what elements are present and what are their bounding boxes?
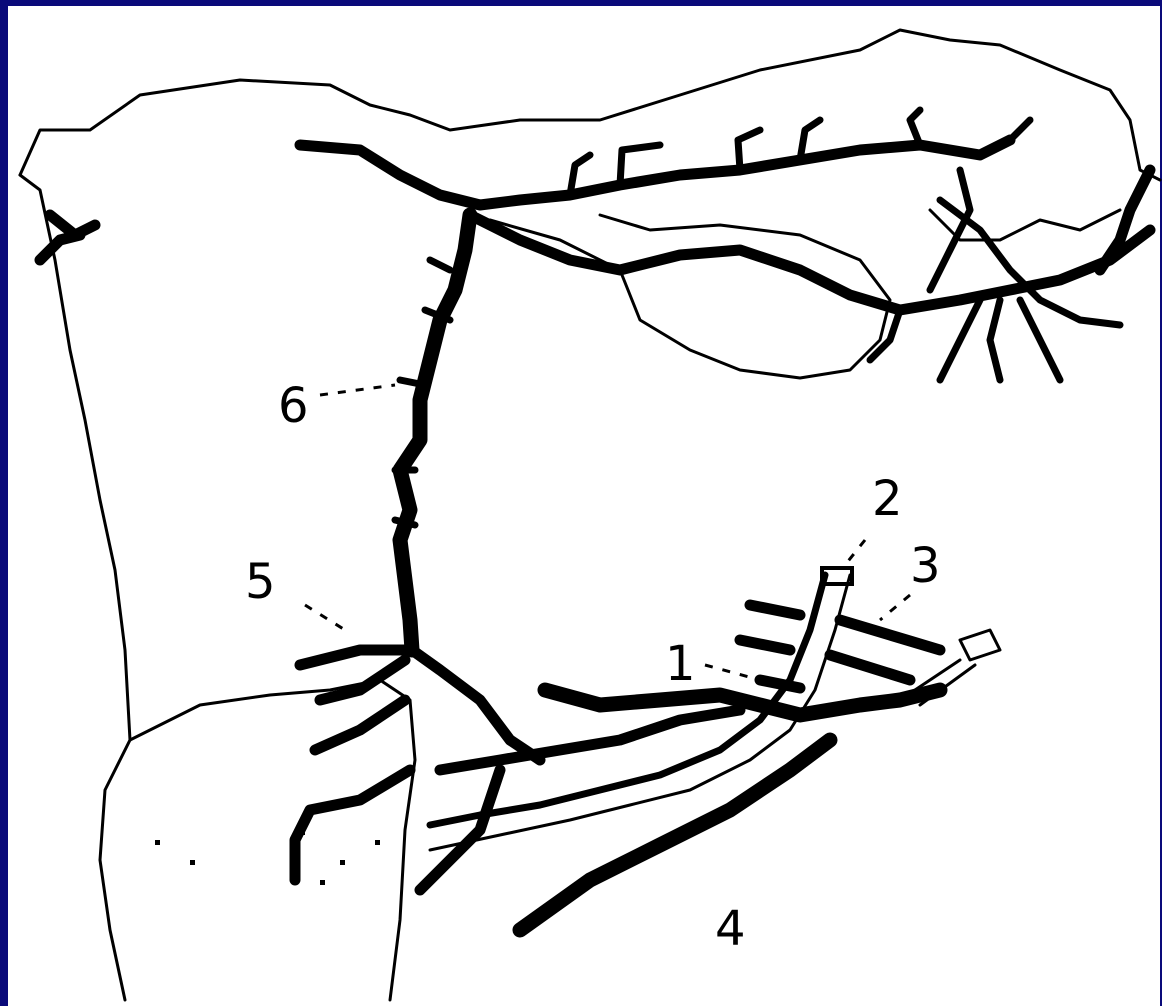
label-4: 4: [715, 901, 746, 957]
label-1: 1: [665, 636, 696, 692]
label-2: 2: [872, 471, 903, 527]
label-5: 5: [245, 554, 276, 610]
label-6: 6: [278, 378, 309, 434]
label-3: 3: [910, 538, 941, 594]
